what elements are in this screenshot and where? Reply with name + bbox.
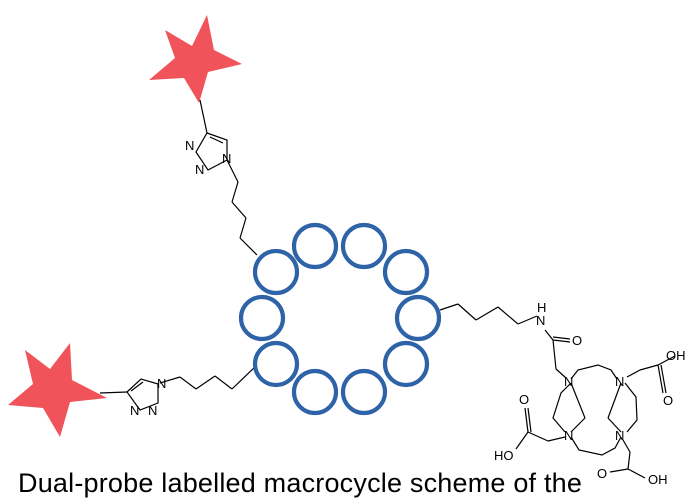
right-arm bbox=[439, 303, 571, 379]
atom-o-acid-2: O bbox=[519, 392, 529, 407]
fluorophore-star-top bbox=[149, 15, 242, 103]
atom-o-amide: O bbox=[572, 333, 582, 348]
bead-5 bbox=[382, 340, 430, 388]
atom-n-dota-3: N bbox=[564, 428, 573, 443]
bead-7 bbox=[291, 368, 339, 416]
fluorophore-star-left bbox=[8, 343, 107, 437]
atom-n-dota-1: N bbox=[564, 374, 573, 389]
bead-3 bbox=[382, 248, 430, 296]
atom-n-dota-4: N bbox=[615, 428, 624, 443]
top-arm bbox=[195, 99, 258, 256]
bead-10 bbox=[252, 248, 300, 296]
dota-cage bbox=[515, 355, 676, 479]
bead-2 bbox=[340, 222, 388, 270]
atom-o-acid-1: O bbox=[663, 393, 673, 408]
atom-n-dota-2: N bbox=[615, 374, 624, 389]
atom-n-amide: N bbox=[536, 313, 545, 328]
atom-n-left-3: N bbox=[148, 403, 157, 418]
atom-h-amide: H bbox=[537, 300, 546, 315]
bead-6 bbox=[340, 368, 388, 416]
atom-ho-acid-2: HO bbox=[494, 448, 514, 463]
bead-1 bbox=[291, 222, 339, 270]
bead-9 bbox=[238, 294, 286, 342]
bead-8 bbox=[252, 340, 300, 388]
atom-n-top-1: N bbox=[185, 138, 194, 153]
atom-oh-acid-3: OH bbox=[648, 472, 668, 487]
atom-n-top-3: N bbox=[222, 151, 231, 166]
atom-n-left-2: N bbox=[130, 403, 139, 418]
macrocycle-bead-ring bbox=[238, 222, 442, 416]
bead-4 bbox=[394, 294, 442, 342]
atom-o-acid-3: O bbox=[597, 466, 607, 481]
atom-n-left-1: N bbox=[157, 376, 166, 391]
atom-oh-acid-1: OH bbox=[666, 348, 686, 363]
atom-n-top-2: N bbox=[195, 162, 204, 177]
figure-caption: Dual-probe labelled macrocycle scheme of… bbox=[18, 468, 583, 498]
left-arm bbox=[99, 365, 257, 411]
